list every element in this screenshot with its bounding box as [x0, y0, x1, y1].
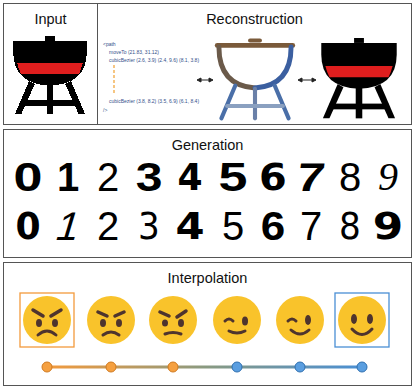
panel-heading: Input	[4, 10, 97, 28]
filled-grill	[321, 38, 396, 118]
panel: Interpolation	[3, 262, 412, 386]
generated-glyph: 6	[261, 206, 285, 246]
svg-code-line: moveTo (21.83, 31.12)	[109, 49, 159, 55]
svg-code-line: cubicBezier (2.6, 3.9) (2.4, 9.6) (8.1, …	[109, 57, 199, 63]
generated-glyph: 5	[222, 206, 244, 246]
generated-glyph: 8	[339, 157, 361, 197]
generated-glyph: 7	[300, 206, 322, 246]
interpolation-slider	[42, 362, 367, 372]
stroke-grill	[217, 40, 292, 118]
double-arrow	[197, 78, 316, 82]
generated-glyph: 4	[177, 157, 202, 197]
generated-glyph: 7	[294, 157, 327, 197]
generated-glyph: 2	[97, 157, 119, 197]
generated-glyph: 3	[136, 157, 163, 197]
generated-glyph: 8	[339, 206, 361, 246]
generated-glyph: 2	[97, 206, 119, 246]
panel: Input	[3, 3, 98, 125]
generated-glyph: 0	[14, 157, 43, 197]
end-frame	[335, 293, 389, 347]
generated-glyph: 9	[378, 157, 398, 197]
svg-code-line: />	[103, 107, 107, 113]
svg-code-line: cubicBezier (3.8, 8.2) (3.5, 6.9) (6.1, …	[109, 98, 199, 104]
code-ellipsis	[113, 65, 114, 94]
svg-code-line: <path	[103, 41, 116, 47]
panel-heading: Reconstruction	[98, 10, 411, 28]
generated-glyph: 5	[219, 157, 248, 197]
input-grill	[13, 36, 87, 114]
generated-glyph: 6	[259, 157, 287, 197]
generated-glyph: 1	[55, 206, 81, 246]
generated-glyph: 4	[175, 206, 204, 246]
start-frame	[20, 293, 74, 347]
generated-glyph: 1	[57, 157, 79, 197]
panel-heading: Interpolation	[4, 269, 411, 287]
emoji-faces	[23, 296, 386, 344]
generated-glyph: 0	[15, 206, 40, 246]
generated-glyph: 3	[138, 206, 160, 246]
panel: Reconstruction	[97, 3, 412, 125]
panel-heading: Generation	[4, 136, 411, 154]
generated-glyph: 9	[373, 206, 403, 246]
